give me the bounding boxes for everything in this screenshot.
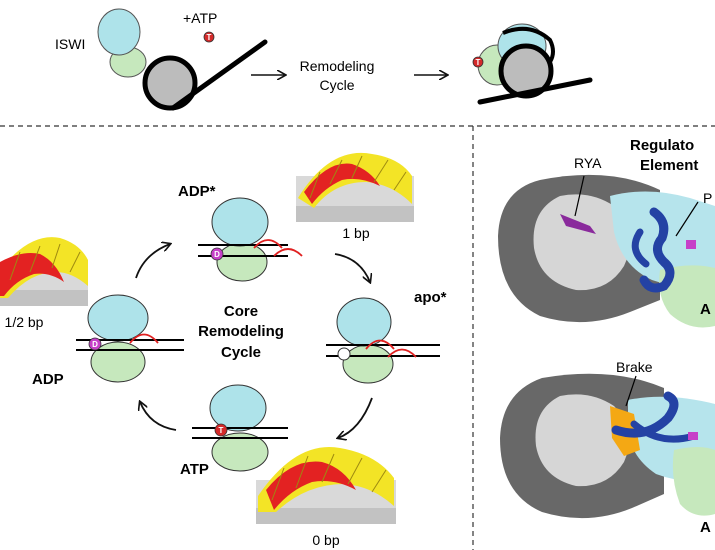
dna-density-half-bp — [0, 237, 88, 306]
cycle-arrow-adp-to-adpstar — [135, 244, 170, 279]
step-1bp-label: 1 bp — [342, 225, 369, 241]
regulatory-title-line1: Regulato — [630, 137, 694, 154]
state-adp-label: ADP — [32, 371, 64, 388]
svg-text:T: T — [219, 426, 224, 435]
state-adp-star-label: ADP* — [178, 183, 216, 200]
regulatory-title-line2: Element — [640, 157, 698, 174]
brake-label: Brake — [616, 359, 653, 375]
cycle-arrow-apostar-to-atp — [338, 397, 373, 438]
svg-text:D: D — [92, 340, 98, 349]
cycle-label-line1: Remodeling — [300, 58, 375, 74]
top-schematic: ISWI +ATP T Remodeling Cycle T — [55, 8, 593, 111]
a-label-bottom: A — [700, 519, 711, 536]
a-label-top: A — [700, 301, 711, 318]
svg-text:D: D — [214, 250, 220, 259]
center-label-line1: Core — [224, 303, 258, 320]
iswi-free-protein — [97, 8, 147, 78]
dna-density-1bp — [296, 152, 414, 222]
center-label-line3: Cycle — [221, 344, 261, 361]
cycle-arrow-atp-to-adp — [140, 402, 177, 431]
p-label: P — [703, 190, 712, 206]
structure-top — [498, 174, 715, 328]
state-atp-label: ATP — [180, 461, 209, 478]
state-adp: D — [76, 294, 184, 383]
center-label-line2: Remodeling — [198, 323, 284, 340]
cycle-label-line2: Cycle — [319, 77, 354, 93]
atp-label: +ATP — [183, 10, 217, 26]
rya-label: RYA — [574, 155, 602, 171]
svg-text:T: T — [207, 33, 212, 42]
nucleosome-free — [142, 39, 268, 111]
cycle-arrow-adpstar-to-apostar — [334, 253, 370, 282]
atp-badge-top: T — [203, 31, 215, 43]
state-apo-star — [326, 297, 440, 384]
iswi-bound-nucleosome: T — [472, 23, 593, 105]
structure-bottom — [500, 373, 715, 519]
svg-text:T: T — [476, 58, 481, 67]
step-half-bp-label: 1/2 bp — [5, 314, 44, 330]
right-panel: Regulato Element RYA P A — [498, 137, 715, 536]
state-atp: T — [192, 384, 288, 472]
iswi-label: ISWI — [55, 36, 85, 52]
state-adp-star: D — [198, 197, 303, 282]
dna-density-0bp — [256, 447, 396, 524]
state-apo-star-label: apo* — [414, 289, 447, 306]
step-0bp-label: 0 bp — [312, 532, 339, 548]
